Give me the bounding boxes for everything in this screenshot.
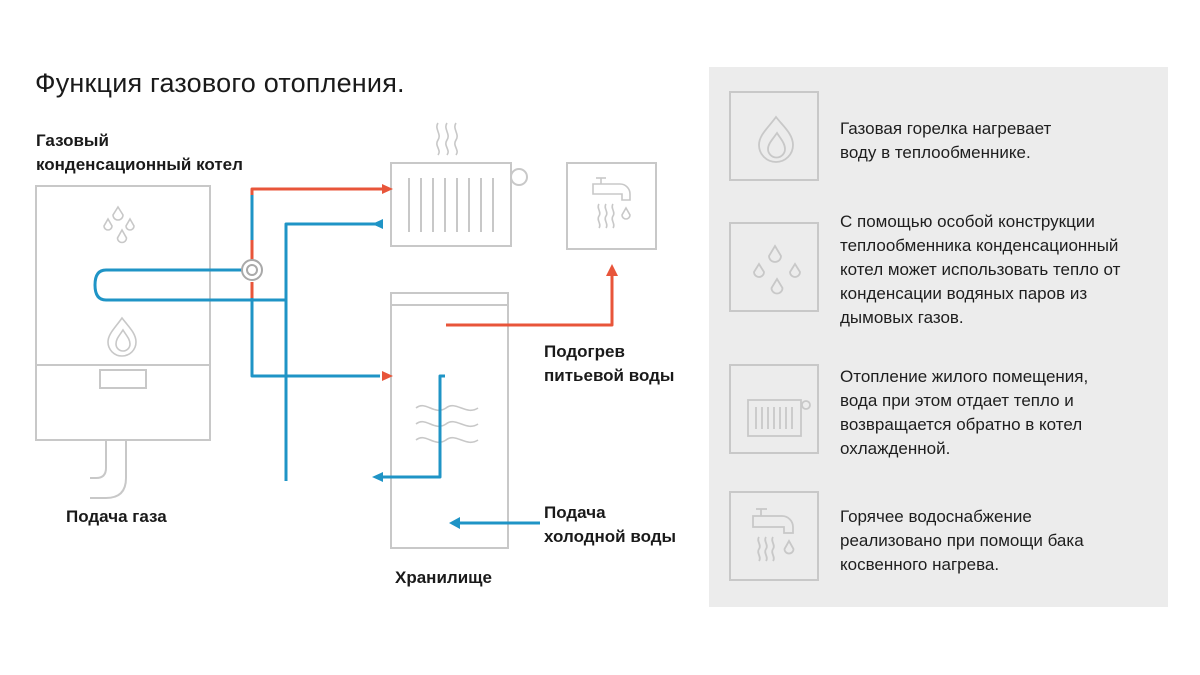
valve-icon [241, 259, 263, 281]
hot-pipes [250, 187, 614, 327]
info-text-burner: Газовая горелка нагревает воду в теплооб… [840, 119, 1052, 162]
heating-diagram [35, 122, 657, 549]
hot-arrowheads [382, 184, 618, 381]
boiler-drops-icon [103, 205, 135, 244]
radiator [390, 162, 528, 247]
hot-water-tap [566, 162, 657, 250]
page-title: Функция газового отопления. [35, 68, 405, 98]
cold-arrowheads [372, 219, 460, 529]
storage-label: Хранилище [395, 568, 492, 587]
boiler-flame-icon [107, 316, 137, 357]
info-text-condensation: С помощью особой конструкции теплообменн… [840, 212, 1121, 327]
tank-heat-waves-icon [415, 404, 479, 444]
radiator-icon [729, 364, 819, 454]
water-drops-icon [729, 222, 819, 312]
drinking-water-label: Подогрев питьевой воды [544, 342, 675, 385]
faucet-icon [729, 491, 819, 581]
boiler-label: Газовый конденсационный котел [36, 131, 243, 174]
storage-tank [390, 292, 509, 549]
cold-water-label: Подача холодной воды [544, 503, 677, 546]
info-text-hot-water: Горячее водоснабжение реализовано при по… [840, 507, 1084, 574]
boiler [35, 185, 211, 499]
cold-pipes [93, 195, 540, 525]
info-panel: Газовая горелка нагревает воду в теплооб… [709, 67, 1168, 607]
gas-supply-label: Подача газа [66, 507, 167, 526]
heat-waves-icon [436, 122, 458, 156]
info-text-heating: Отопление жилого помещения, вода при это… [840, 367, 1089, 458]
flame-icon [729, 91, 819, 181]
